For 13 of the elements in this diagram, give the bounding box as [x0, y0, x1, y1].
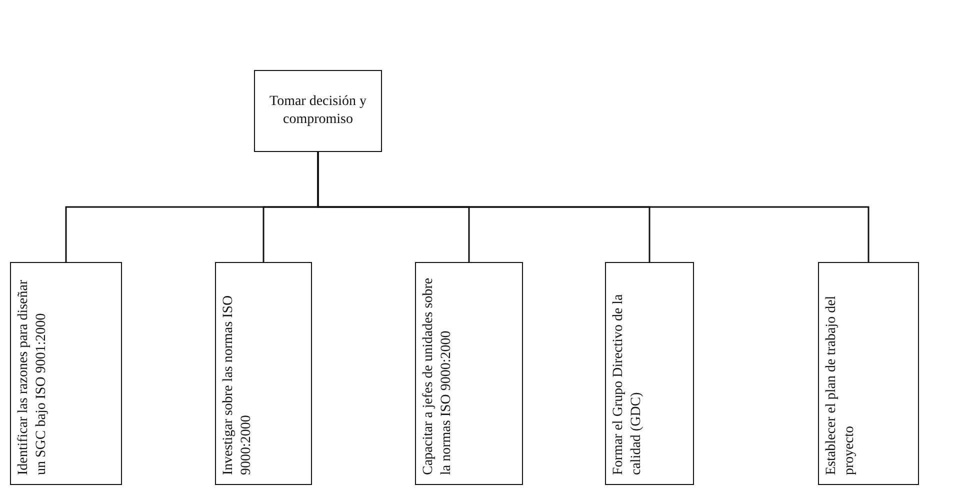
task-box — [818, 262, 919, 485]
node-text: Tomar decisión y compromiso — [269, 93, 367, 129]
node-text: Capacitar a jefes de unidades sobre la normas ISO 9000:2000 — [420, 276, 455, 477]
node-text: Investigar sobre las normas ISO 9000:2000 — [220, 294, 255, 477]
task-box — [10, 262, 122, 485]
task-box — [215, 262, 312, 485]
connector-line — [317, 152, 870, 262]
task-box — [415, 262, 523, 485]
process-box — [254, 70, 382, 152]
node-text: Identificar las razones para diseñar un SGC bajo ISO 9001:2000 — [15, 278, 50, 477]
node-text: Formar el Grupo Directivo de la calidad (GDC) — [610, 293, 645, 477]
node-text: Establecer el plan de trabajo del proyecto — [823, 294, 858, 477]
task-box — [605, 262, 694, 485]
